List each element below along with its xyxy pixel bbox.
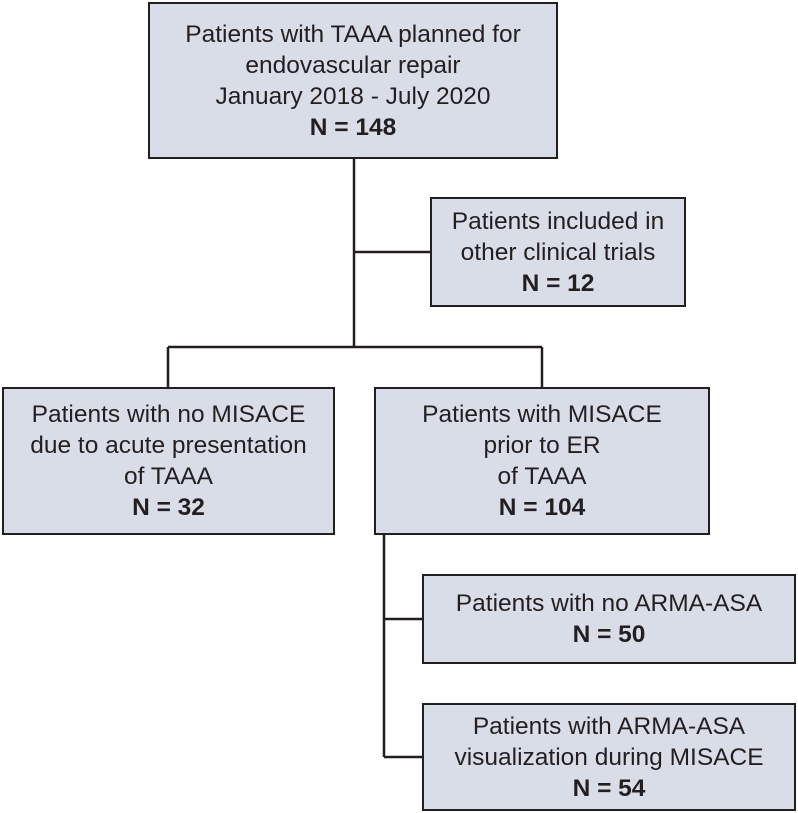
box-text-line: visualization during MISACE	[454, 743, 764, 771]
box-no-arma-asa: Patients with no ARMA-ASA N = 50	[422, 574, 796, 664]
box-other-clinical-trials: Patients included in other clinical tria…	[430, 197, 686, 307]
box-text-line: other clinical trials	[460, 238, 656, 266]
box-text-line: of TAAA	[497, 463, 587, 490]
box-text-line: Patients with ARMA-ASA	[472, 712, 746, 740]
box-text-line: Patients with TAAA planned for	[185, 20, 521, 48]
box-misace: Patients with MISACE prior to ER of TAAA…	[374, 387, 710, 535]
box-text-line: Patients with no ARMA-ASA	[455, 590, 763, 617]
box-text-line: January 2018 - July 2020	[215, 82, 491, 110]
box-text-line: Patients with MISACE	[422, 401, 662, 428]
box-count: N = 104	[498, 494, 586, 521]
box-count: N = 32	[132, 494, 205, 521]
box-text-line: Patients included in	[451, 207, 665, 235]
box-no-misace: Patients with no MISACE due to acute pre…	[2, 387, 335, 535]
box-arma-asa-visualization: Patients with ARMA-ASA visualization dur…	[422, 703, 796, 811]
box-count: N = 12	[521, 269, 595, 297]
box-text-line: Patients with no MISACE	[31, 401, 306, 428]
box-count: N = 148	[309, 113, 397, 141]
box-count: N = 54	[572, 774, 646, 802]
box-text-line: endovascular repair	[245, 51, 461, 79]
box-patients-planned: Patients with TAAA planned for endovascu…	[148, 2, 558, 159]
box-count: N = 50	[572, 621, 646, 648]
box-text-line: prior to ER	[483, 432, 601, 459]
box-text-line: due to acute presentation	[30, 432, 307, 459]
box-text-line: of TAAA	[124, 463, 213, 490]
